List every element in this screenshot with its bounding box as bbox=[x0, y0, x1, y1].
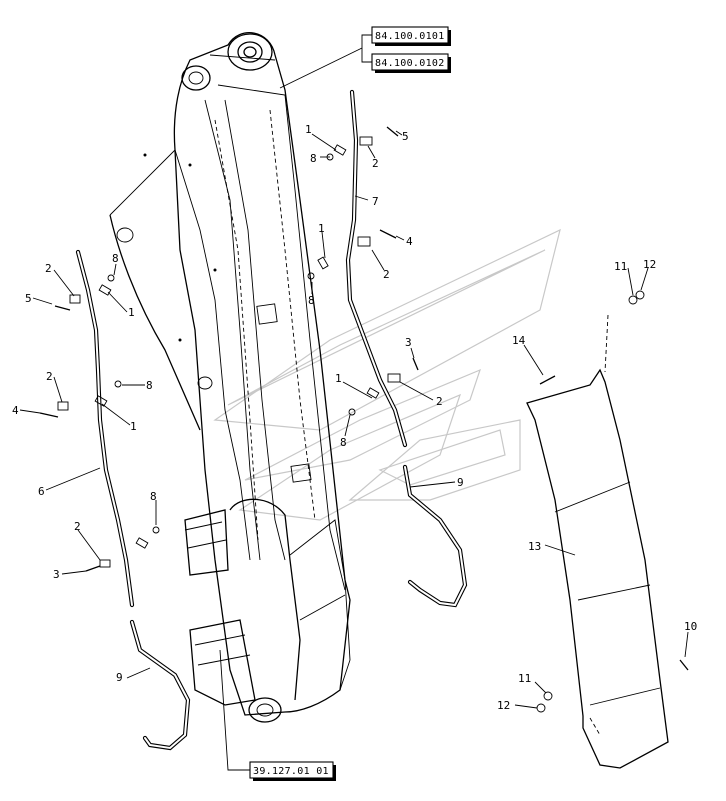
callout-8: 8 bbox=[308, 294, 315, 307]
callout-8: 8 bbox=[146, 379, 153, 392]
callout-2: 2 bbox=[436, 395, 443, 408]
callout-11: 11 bbox=[614, 260, 627, 273]
callout-8: 8 bbox=[310, 152, 317, 165]
callout-leaders bbox=[19, 130, 689, 709]
watermark-logo bbox=[213, 228, 561, 521]
callout-1: 1 bbox=[130, 420, 137, 433]
callout-12: 12 bbox=[643, 258, 656, 271]
reference-box-3[interactable]: 39.127.01 01 bbox=[249, 761, 336, 781]
callout-14: 14 bbox=[512, 334, 526, 347]
callout-1: 1 bbox=[335, 372, 342, 385]
callout-1: 1 bbox=[305, 123, 312, 136]
hardware-parts bbox=[39, 126, 689, 713]
callout-2: 2 bbox=[372, 157, 379, 170]
reference-text-2: 84.100.0102 bbox=[375, 58, 445, 69]
callout-4: 4 bbox=[12, 404, 19, 417]
callout-labels: 1 8 2 5 7 4 1 8 2 3 2 1 8 9 2 5 1 8 2 4 … bbox=[12, 123, 697, 712]
guard-plate-13 bbox=[526, 314, 669, 769]
callout-2: 2 bbox=[46, 370, 53, 383]
hose-9-right bbox=[402, 464, 468, 608]
reference-leader-3 bbox=[219, 649, 250, 771]
callout-6: 6 bbox=[38, 485, 45, 498]
reference-box-2[interactable]: 84.100.0102 bbox=[371, 53, 451, 73]
callout-8: 8 bbox=[340, 436, 347, 449]
callout-7: 7 bbox=[372, 195, 379, 208]
callout-12: 12 bbox=[497, 699, 510, 712]
reference-leader-1 bbox=[279, 47, 363, 89]
callout-9: 9 bbox=[457, 476, 464, 489]
reference-text-1: 84.100.0101 bbox=[375, 31, 445, 42]
callout-5: 5 bbox=[402, 130, 409, 143]
callout-2: 2 bbox=[45, 262, 52, 275]
callout-1: 1 bbox=[318, 222, 325, 235]
callout-1: 1 bbox=[128, 306, 135, 319]
callout-2: 2 bbox=[74, 520, 81, 533]
boom-arm bbox=[109, 32, 351, 723]
hose-9-left bbox=[129, 619, 191, 751]
callout-5: 5 bbox=[25, 292, 32, 305]
callout-2: 2 bbox=[383, 268, 390, 281]
callout-3: 3 bbox=[53, 568, 60, 581]
callout-8: 8 bbox=[150, 490, 157, 503]
tube-6 bbox=[75, 249, 135, 608]
callout-10: 10 bbox=[684, 620, 697, 633]
reference-box-1[interactable]: 84.100.0101 bbox=[371, 26, 451, 46]
reference-text-3: 39.127.01 01 bbox=[253, 766, 329, 777]
callout-8: 8 bbox=[112, 252, 119, 265]
callout-9: 9 bbox=[116, 671, 123, 684]
reference-bracket bbox=[361, 34, 372, 63]
callout-13: 13 bbox=[528, 540, 541, 553]
callout-3: 3 bbox=[405, 336, 412, 349]
callout-11: 11 bbox=[518, 672, 531, 685]
callout-4: 4 bbox=[406, 235, 413, 248]
tube-7 bbox=[345, 89, 408, 448]
